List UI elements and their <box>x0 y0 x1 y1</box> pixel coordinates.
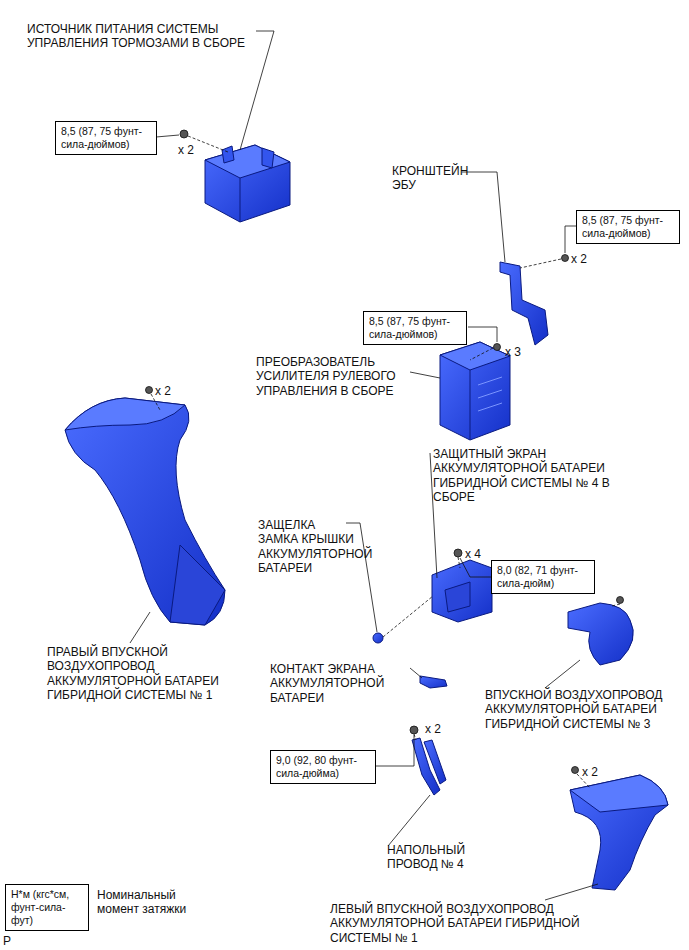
callout-number: x 2 <box>425 722 465 736</box>
torque-box: 8,5 (87, 75 фунт-сила-дюймов) <box>55 121 157 155</box>
part-name: ИСТОЧНИК ПИТАНИЯ СИСТЕМЫ УПРАВЛЕНИЯ ТОРМ… <box>27 22 277 51</box>
torque-value: 8,5 (87, 75 фунт-сила-дюймов) <box>582 214 674 240</box>
part-name: ВПУСКНОЙ ВОЗДУХОПРОВОД АККУМУЛЯТОРНОЙ БА… <box>485 688 683 731</box>
callout-number: x 2 <box>155 384 195 398</box>
callout-number: x 2 <box>571 252 611 266</box>
callout-number: P <box>3 934 23 948</box>
torque-value: Н*м (кгс*см, фунт-сила-фут) <box>11 888 83 927</box>
part-name: НАПОЛЬНЫЙ ПРОВОД № 4 <box>387 843 477 872</box>
part-name: ПРАВЫЙ ВПУСКНОЙ ВОЗДУХОПРОВОД АККУМУЛЯТО… <box>47 645 247 703</box>
part-name: ЗАЩИТНЫЙ ЭКРАН АККУМУЛЯТОРНОЙ БАТАРЕИ ГИ… <box>433 447 618 505</box>
part-name: КОНТАКТ ЭКРАНА АККУМУЛЯТОРНОЙ БАТАРЕИ <box>270 662 415 705</box>
part-name: ЛЕВЫЙ ВПУСКНОЙ ВОЗДУХОПРОВОД АККУМУЛЯТОР… <box>330 902 630 945</box>
torque-box: 8,0 (82, 71 фунт-сила-дюйм) <box>491 560 595 594</box>
callout-number: x 3 <box>505 345 545 359</box>
legend-text: Номинальный момент затяжки <box>97 888 217 917</box>
part-name: КРОНШТЕЙН ЭБУ <box>392 164 472 193</box>
callout-number: x 2 <box>178 143 218 157</box>
torque-box: 8,5 (87, 75 фунт-сила-дюймов) <box>576 210 680 244</box>
callout-number: x 4 <box>465 547 505 561</box>
torque-box: Н*м (кгс*см, фунт-сила-фут) <box>5 884 89 931</box>
torque-value: 8,0 (82, 71 фунт-сила-дюйм) <box>497 564 589 590</box>
torque-value: 9,0 (92, 80 фунт-сила-дюйма) <box>276 754 370 780</box>
callout-number: x 2 <box>582 765 622 779</box>
torque-value: 8,5 (87, 75 фунт-сила-дюймов) <box>369 315 461 341</box>
torque-box: 9,0 (92, 80 фунт-сила-дюйма) <box>270 750 376 784</box>
torque-value: 8,5 (87, 75 фунт-сила-дюймов) <box>61 125 151 151</box>
part-name: ЗАЩЕЛКА ЗАМКА КРЫШКИ АККУМУЛЯТОРНОЙ БАТА… <box>258 518 358 576</box>
part-name: ПРЕОБРАЗОВАТЕЛЬ УСИЛИТЕЛЯ РУЛЕВОГО УПРАВ… <box>256 355 416 398</box>
torque-box: 8,5 (87, 75 фунт-сила-дюймов) <box>363 311 467 345</box>
